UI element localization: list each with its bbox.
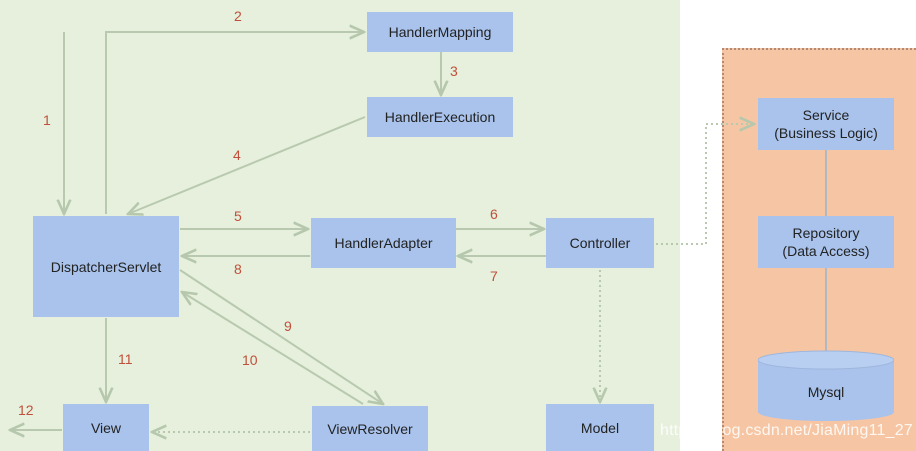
step-label-8: 8 (234, 261, 242, 277)
dispatcher-servlet-label: DispatcherServlet (50, 258, 162, 275)
step-label-1: 1 (43, 112, 51, 128)
step-label-3: 3 (450, 63, 458, 79)
model-label: Model (580, 419, 620, 436)
repository-node: Repository (Data Access) (758, 216, 894, 268)
step-label-7: 7 (490, 268, 498, 284)
step-label-6: 6 (490, 206, 498, 222)
step-label-2: 2 (234, 8, 242, 24)
dotted-controller-to-service (656, 124, 754, 245)
handler-mapping-label: HandlerMapping (388, 24, 492, 40)
dispatcher-servlet-node: DispatcherServlet (33, 216, 179, 317)
step-label-11: 11 (118, 351, 133, 367)
view-label: View (90, 419, 122, 436)
controller-node: Controller (546, 218, 654, 268)
step-label-12: 12 (18, 402, 34, 418)
handler-mapping-node: HandlerMapping (367, 12, 513, 52)
handler-adapter-label: HandlerAdapter (334, 235, 433, 251)
service-sublabel: (Business Logic) (774, 125, 878, 141)
model-node: Model (546, 404, 654, 451)
arrow-step-4 (128, 116, 366, 214)
view-resolver-label: ViewResolver (327, 420, 413, 437)
step-label-10: 10 (242, 352, 258, 368)
view-node: View (63, 404, 149, 451)
view-resolver-node: ViewResolver (312, 406, 428, 451)
step-label-5: 5 (234, 208, 242, 224)
step-label-9: 9 (284, 318, 292, 334)
service-node: Service (Business Logic) (758, 98, 894, 150)
arrow-step-2 (105, 32, 364, 214)
mysql-label: Mysql (807, 384, 845, 400)
mysql-database-node (758, 350, 894, 421)
repository-label: Repository (792, 225, 860, 241)
handler-execution-label: HandlerExecution (384, 109, 496, 125)
arrow-step-10 (182, 292, 364, 405)
source-watermark: https://blog.csdn.net/JiaMing11_27 (660, 422, 913, 439)
arrow-step-9 (179, 269, 383, 404)
handler-execution-node: HandlerExecution (367, 97, 513, 137)
repository-sublabel: (Data Access) (782, 243, 870, 259)
mysql-label-wrap: Mysql (758, 372, 894, 412)
controller-label: Controller (569, 235, 631, 251)
handler-adapter-node: HandlerAdapter (311, 218, 456, 268)
step-label-4: 4 (233, 147, 241, 163)
service-label: Service (802, 107, 850, 123)
